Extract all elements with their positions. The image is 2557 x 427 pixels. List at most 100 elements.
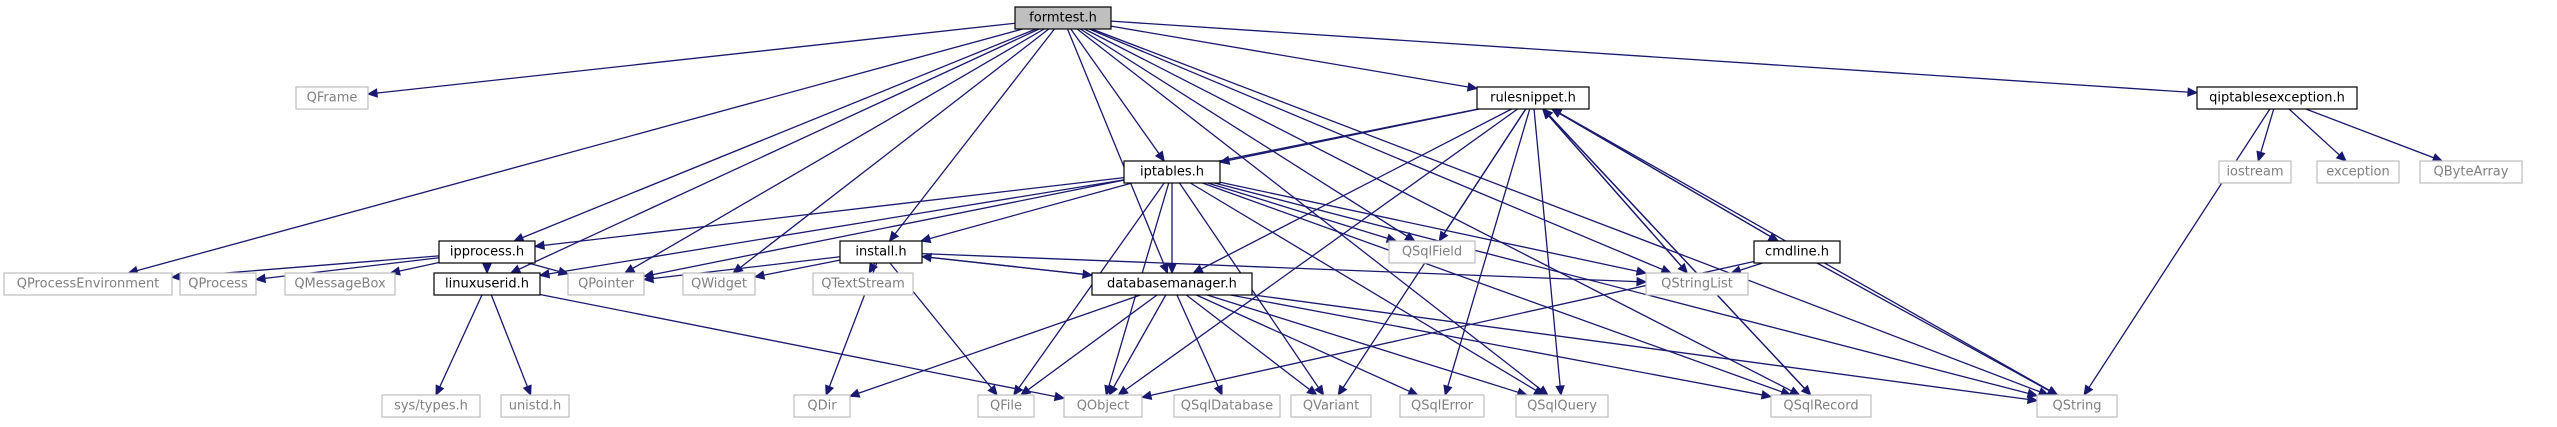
edge-arrowhead (1159, 262, 1169, 275)
edge-databasemanager-to-QDir (848, 294, 1141, 398)
edge-line (1219, 181, 1638, 272)
edge-cmdline-to-rulesnippet (1550, 108, 1779, 242)
node-box (433, 272, 541, 296)
edge-QStringList-to-rulesnippet (1541, 108, 1688, 274)
edge-formtest-to-QString (1091, 28, 2050, 397)
node-QSqlDatabase: QSqlDatabase (1173, 394, 1281, 418)
node-box (567, 272, 645, 296)
edge-line (1196, 294, 1410, 392)
edge-formtest-to-QFrame (366, 22, 1016, 98)
edge-arrowhead (1550, 108, 1563, 118)
edge-arrowhead (868, 262, 879, 275)
edge-arrowhead (1167, 263, 1177, 275)
edge-arrowhead (1635, 266, 1648, 276)
edge-line (930, 256, 1093, 276)
node-cmdline[interactable]: cmdline.h (1753, 240, 1841, 264)
edge-line (1079, 28, 1408, 237)
node-QObject: QObject (1063, 394, 1143, 418)
edge-databasemanager-to-QSqlRecord (1230, 294, 1773, 400)
node-QSqlError: QSqlError (1399, 394, 1485, 418)
node-label: iostream (2226, 165, 2283, 180)
edge-arrowhead (1140, 390, 1153, 400)
edge-arrowhead (642, 273, 654, 284)
edge-arrowhead (1337, 384, 1348, 397)
edge-arrowhead (2187, 87, 2199, 97)
edge-qiptablesexception-to-QByteArray (2305, 108, 2444, 163)
node-qiptablesexception[interactable]: qiptablesexception.h (2196, 86, 2358, 110)
edge-arrowhead (2046, 386, 2059, 396)
edge-databasemanager-to-QString (1251, 294, 2039, 405)
node-label: sys/types.h (394, 399, 468, 414)
edge-line (518, 28, 1040, 270)
node-databasemanager[interactable]: databasemanager.h (1091, 272, 1253, 296)
node-box (1645, 272, 1749, 296)
node-box (295, 86, 369, 110)
node-iptables[interactable]: iptables.h (1123, 160, 1221, 184)
edge-line (490, 294, 528, 387)
edge-databasemanager-to-QVariant (1185, 294, 1318, 396)
edge-arrowhead (2256, 150, 2266, 163)
node-linuxuserid[interactable]: linuxuserid.h (433, 272, 541, 296)
edge-linuxuserid-to-unistd (490, 294, 532, 397)
node-formtest[interactable]: formtest.h (1014, 6, 1112, 30)
node-QProcess: QProcess (179, 272, 257, 296)
edge-arrowhead (1443, 384, 1453, 397)
node-box (1476, 86, 1590, 110)
node-box (1290, 394, 1372, 418)
edge-line (1201, 108, 1512, 270)
edge-rulesnippet-to-QSqlQuery (1533, 108, 1565, 397)
edge-line (399, 261, 440, 272)
edge-qiptablesexception-to-QString (2083, 108, 2271, 397)
node-label: ipprocess.h (450, 245, 524, 260)
node-label: QWidget (691, 277, 747, 292)
edge-arrowhead (557, 266, 570, 276)
edge-databasemanager-to-install (920, 252, 1093, 276)
node-label: install.h (855, 245, 906, 260)
edge-databasemanager-to-QObject (1108, 294, 1167, 397)
node-systypes: sys/types.h (381, 394, 481, 418)
edge-arrowhead (509, 264, 522, 274)
edge-formtest-to-QSqlRecord (1084, 28, 1801, 396)
edge-line (739, 28, 1050, 269)
edge-linuxuserid-to-QObject (539, 293, 1066, 402)
edge-line (1559, 112, 1779, 242)
node-box (1014, 6, 1112, 30)
edge-layer (127, 20, 2444, 405)
node-unistd: unistd.h (500, 394, 570, 418)
node-rulesnippet[interactable]: rulesnippet.h (1476, 86, 1590, 110)
node-QTextStream: QTextStream (812, 272, 914, 296)
edge-arrowhead (1404, 231, 1416, 242)
edge-arrowhead (1555, 385, 1565, 397)
node-label: QStringList (1661, 277, 1733, 292)
node-label: databasemanager.h (1107, 277, 1237, 292)
edge-arrowhead (1213, 384, 1223, 397)
node-label: QSqlError (1411, 399, 1474, 414)
edge-arrowhead (435, 384, 445, 397)
edge-line (1447, 108, 1531, 387)
edge-line (1533, 108, 1561, 387)
node-label: QVariant (1303, 399, 1359, 414)
edge-line (1113, 294, 1167, 388)
edge-arrowhead (522, 384, 532, 397)
edge-line (527, 262, 560, 273)
edge-arrowhead (2026, 388, 2039, 398)
node-QSqlRecord: QSqlRecord (1770, 394, 1872, 418)
edge-line (1214, 182, 2029, 395)
node-label: QObject (1077, 399, 1130, 414)
edge-line (1816, 262, 2050, 392)
edge-line (1206, 294, 1519, 393)
node-exception: exception (2316, 160, 2400, 184)
edge-rulesnippet-to-iptables (1218, 108, 1480, 165)
edge-line (376, 22, 1016, 94)
edge-rulesnippet-to-QObject (1117, 108, 1519, 396)
edge-arrowhead (753, 270, 766, 280)
edge-line (1110, 25, 1469, 88)
edge-arrowhead (538, 269, 551, 279)
edge-line (2260, 108, 2275, 153)
edge-arrowhead (1013, 384, 1024, 397)
node-ipprocess[interactable]: ipprocess.h (438, 240, 536, 264)
node-install[interactable]: install.h (839, 240, 923, 264)
edge-rulesnippet-to-QSqlError (1443, 108, 1531, 397)
edge-linuxuserid-to-systypes (435, 294, 483, 397)
edge-databasemanager-to-QSqlDatabase (1176, 294, 1223, 397)
